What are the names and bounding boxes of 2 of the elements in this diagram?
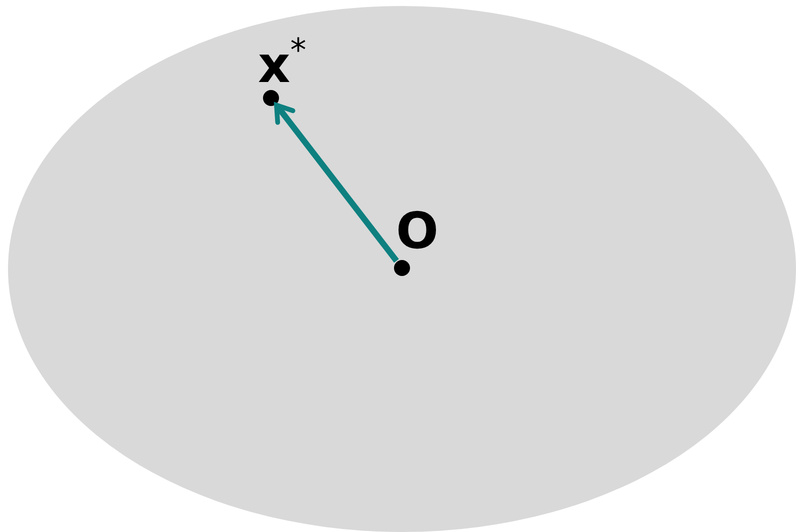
arrow [274,102,399,263]
point-label: O [396,206,439,256]
